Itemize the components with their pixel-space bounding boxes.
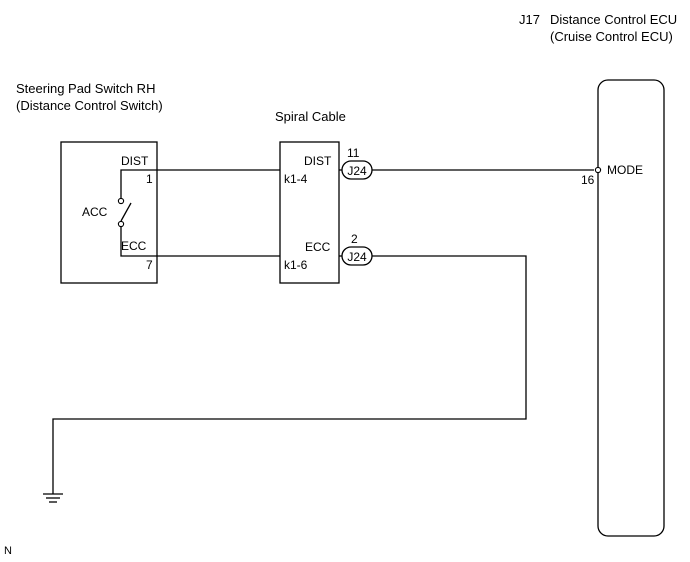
switch-dist-label: DIST bbox=[121, 154, 149, 168]
connector-j24-pin2: J24 2 bbox=[341, 232, 373, 266]
switch-name: Steering Pad Switch RH bbox=[16, 81, 155, 96]
connector-pin: 11 bbox=[347, 146, 360, 160]
switch-acc-label: ACC bbox=[82, 205, 108, 219]
switch-box bbox=[60, 141, 158, 284]
spiral-ecc-pin: k1-6 bbox=[284, 258, 308, 272]
spiral-dist-label: DIST bbox=[304, 154, 332, 168]
ecu-code: J17 bbox=[519, 12, 540, 27]
spiral-cable-name: Spiral Cable bbox=[275, 109, 346, 124]
switch-ecc-pin: 7 bbox=[146, 258, 153, 272]
switch-dist-pin: 1 bbox=[146, 172, 153, 186]
ecu-terminal-label: MODE bbox=[607, 163, 643, 177]
switch-ecc-label: ECC bbox=[121, 239, 147, 253]
ground-icon bbox=[43, 493, 63, 503]
connector-pin: 2 bbox=[351, 232, 358, 246]
connector-id: J24 bbox=[347, 250, 367, 264]
acc-switch-symbol bbox=[117, 169, 157, 257]
ecu-terminal-pin: 16 bbox=[581, 173, 595, 187]
diagram-code: N bbox=[4, 545, 12, 557]
connector-id: J24 bbox=[347, 164, 367, 178]
ecu-name: Distance Control ECU bbox=[550, 12, 677, 27]
switch-subname: (Distance Control Switch) bbox=[16, 98, 163, 113]
ecu-subname: (Cruise Control ECU) bbox=[550, 29, 673, 44]
ecu-box bbox=[597, 79, 665, 537]
connector-j24-pin11: J24 11 bbox=[341, 146, 373, 180]
spiral-cable-box bbox=[279, 141, 340, 284]
spiral-dist-pin: k1-4 bbox=[284, 172, 308, 186]
ecu-terminal-mode bbox=[594, 166, 602, 174]
spiral-ecc-label: ECC bbox=[305, 240, 331, 254]
wire-ecc-to-ground bbox=[52, 255, 527, 494]
